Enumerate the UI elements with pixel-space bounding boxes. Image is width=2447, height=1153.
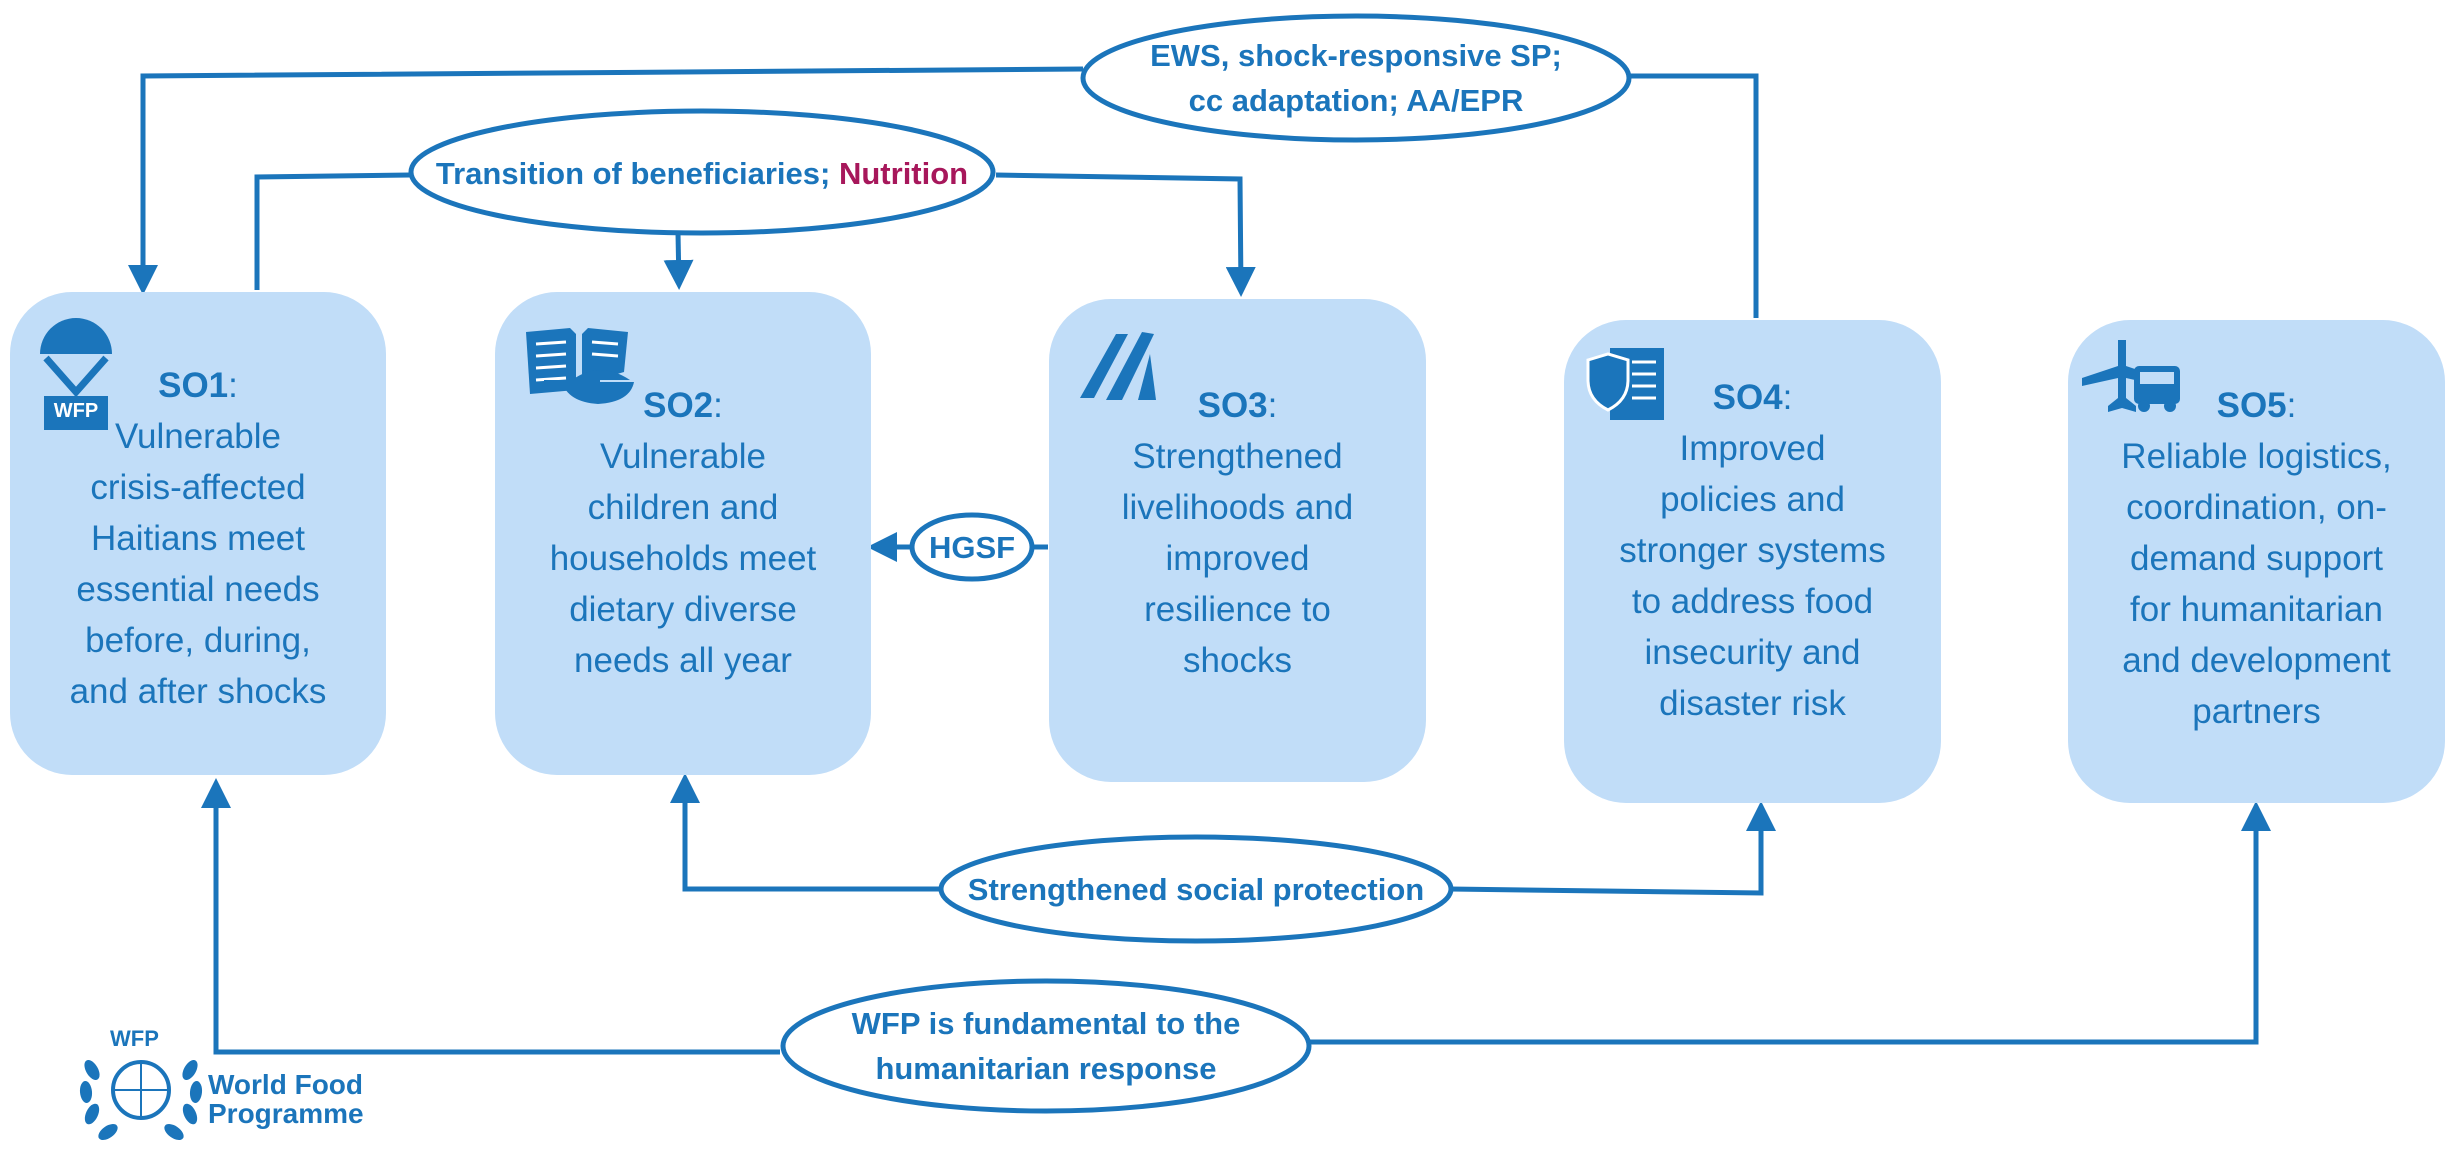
social-protection-label: Strengthened social protection: [967, 871, 1425, 907]
so2-label: SO2: [643, 386, 714, 425]
so3-text: SO3: Strengthened livelihoods and improv…: [1049, 380, 1426, 686]
social-protection-to-so2-arrow: [670, 773, 940, 892]
logo-name-line1: World Food: [208, 1069, 363, 1100]
nutrition-text: Nutrition: [838, 155, 969, 191]
so1-description: Vulnerable crisis-affected Haitians meet…: [69, 417, 327, 711]
so4-colon: :: [1782, 378, 1793, 417]
transition-text: Transition of beneficiaries;: [435, 155, 831, 191]
ews-ellipse: [1080, 13, 1632, 143]
so4-text: SO4: Improved policies and stronger syst…: [1564, 372, 1941, 729]
so1-text: SO1: Vulnerable crisis-affected Haitians…: [10, 360, 386, 717]
so3-description: Strengthened livelihoods and improved re…: [1121, 437, 1354, 680]
transition-to-so2-arrow: [663, 232, 694, 290]
hgsf-label: HGSF: [928, 529, 1016, 565]
transition-connector: [254, 172, 411, 290]
so1-label: SO1: [158, 366, 229, 405]
fundamental-to-so1-arrow: [201, 778, 780, 1055]
so1-icon-label: WFP: [53, 400, 99, 422]
so3-label: SO3: [1197, 386, 1268, 425]
so5-label: SO5: [2216, 386, 2287, 425]
ews-label: EWS, shock-responsive SP; cc adaptation;…: [1150, 38, 1562, 118]
wheat-wreath-logo-icon: [79, 1060, 203, 1140]
airdrop-parachute-icon: [40, 318, 112, 430]
fundamental-label: WFP is fundamental to the humanitarian r…: [851, 1006, 1241, 1086]
book-and-bowl-icon: [526, 328, 634, 404]
so3-colon: :: [1267, 386, 1278, 425]
so5-description: Reliable logistics, coordination, on- de…: [2121, 437, 2392, 731]
so1-colon: :: [228, 366, 238, 405]
shield-document-icon: [1586, 348, 1664, 420]
so5-box: [2068, 320, 2445, 803]
plane-and-truck-icon: [2082, 340, 2180, 412]
fundamental-to-so5-arrow: [1310, 801, 2271, 1045]
hgsf-ellipse: [909, 512, 1035, 582]
so5-text: SO5: Reliable logistics, coordination, o…: [2068, 380, 2445, 737]
transition-ellipse: [408, 108, 996, 236]
so3-box: [1049, 299, 1426, 782]
so2-text: SO2: Vulnerable children and households …: [495, 380, 871, 686]
so2-description: Vulnerable children and households meet …: [549, 437, 817, 680]
so4-label: SO4: [1712, 378, 1783, 417]
so5-colon: :: [2286, 386, 2297, 425]
logo-name-line2: Programme: [208, 1098, 364, 1129]
sprout-stalks-icon: [1080, 332, 1156, 400]
so1-box: [10, 292, 386, 775]
transition-label: Transition of beneficiaries; Nutrition: [414, 142, 990, 204]
ews-connector: [1627, 73, 1759, 318]
fundamental-ellipse: [780, 978, 1312, 1114]
social-protection-to-so4-arrow: [1449, 801, 1776, 896]
so4-description: Improved policies and stronger systems t…: [1619, 429, 1886, 723]
transition-to-so3-arrow: [995, 172, 1256, 297]
ews-to-so1-arrow: [128, 66, 1084, 295]
social-protection-ellipse: [938, 834, 1454, 944]
so2-colon: :: [713, 386, 723, 425]
logo-acronym: WFP: [110, 1026, 159, 1051]
